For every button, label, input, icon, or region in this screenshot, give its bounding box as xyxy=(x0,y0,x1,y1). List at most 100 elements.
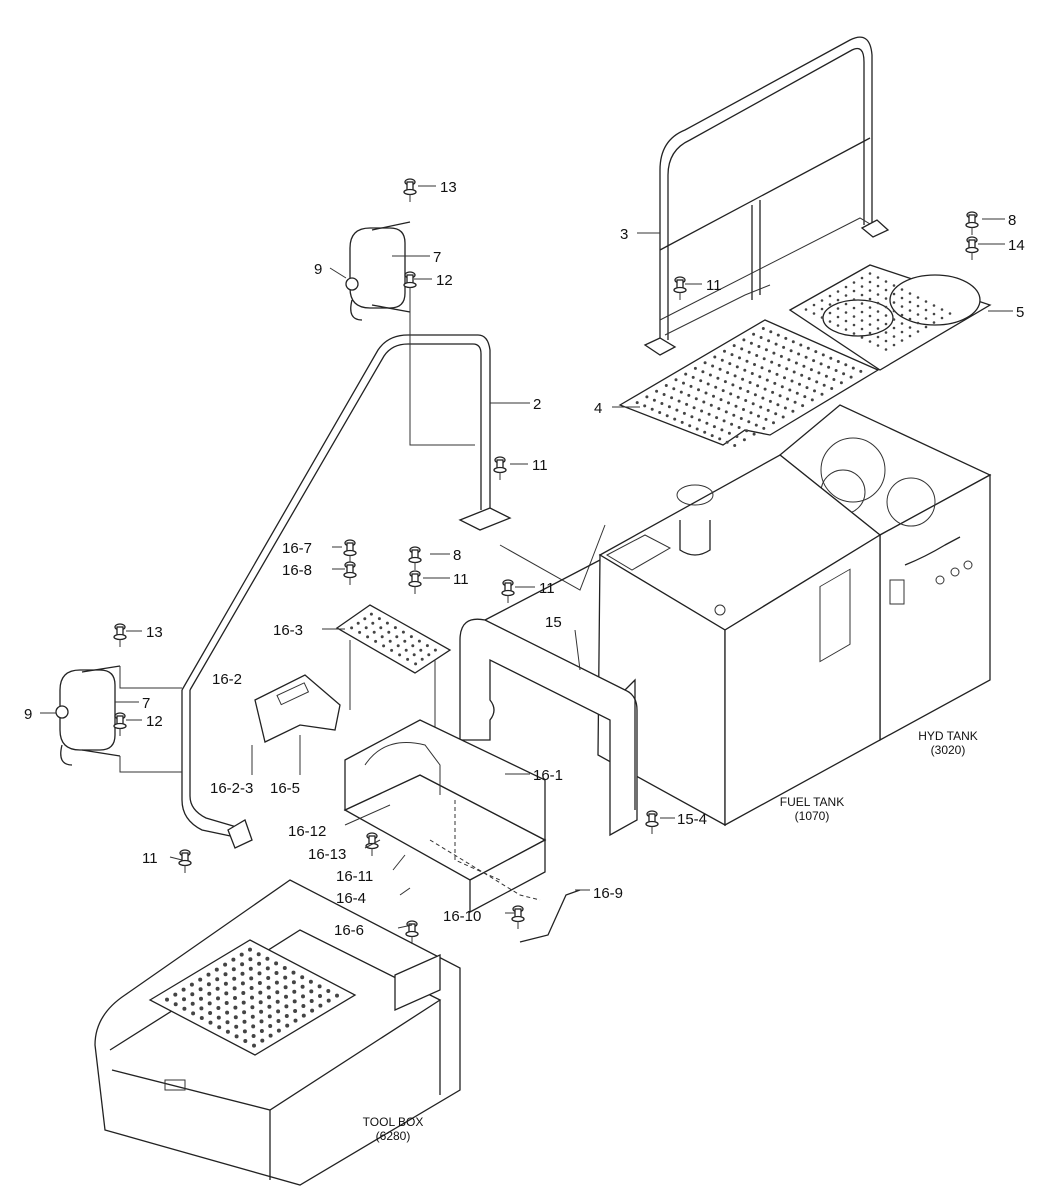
perforation-hole xyxy=(876,301,880,305)
perforation-hole xyxy=(259,1019,264,1024)
perforation-hole xyxy=(382,644,386,648)
tool-box xyxy=(94,879,461,1186)
perforation-hole xyxy=(753,393,757,397)
perforation-hole xyxy=(215,986,220,991)
perforation-hole xyxy=(300,984,305,989)
perforation-hole xyxy=(249,986,254,990)
perforation-hole xyxy=(425,644,429,648)
bolt-icon xyxy=(178,849,192,873)
perforation-hole xyxy=(318,1003,323,1008)
perforation-hole xyxy=(265,966,270,971)
perforation-hole xyxy=(730,353,734,357)
perforation-hole xyxy=(774,412,778,416)
perforation-hole xyxy=(761,396,765,400)
perforation-hole xyxy=(239,952,244,957)
perforation-hole xyxy=(677,399,681,403)
perforation-hole xyxy=(763,387,767,391)
perforation-hole xyxy=(385,621,389,625)
perforation-hole xyxy=(789,349,793,353)
perforation-hole xyxy=(414,662,418,666)
perforation-hole xyxy=(836,307,840,310)
perforation-hole xyxy=(257,961,262,966)
perforation-hole xyxy=(753,363,756,366)
perforation-hole xyxy=(732,413,736,417)
perforation-hole xyxy=(266,976,271,980)
perforation-hole xyxy=(191,1011,196,1016)
perforation-hole xyxy=(703,430,707,434)
label-16-13: 16-13 xyxy=(308,846,346,863)
perforation-hole xyxy=(745,359,749,363)
perforation-hole xyxy=(868,323,872,326)
perforation-hole xyxy=(821,353,825,357)
tool-box-name: TOOL BOX xyxy=(363,1115,424,1129)
perforation-hole xyxy=(251,1034,256,1038)
perforation-hole xyxy=(660,402,664,405)
perforation-hole xyxy=(859,369,863,373)
perforation-hole xyxy=(720,428,724,432)
bolt-icon xyxy=(343,561,357,585)
perforation-hole xyxy=(301,1004,306,1008)
perforation-hole xyxy=(275,990,280,995)
label-16-7: 16-7 xyxy=(282,540,312,557)
perforation-hole xyxy=(292,989,297,994)
perforation-hole xyxy=(645,395,649,399)
perforation-hole xyxy=(260,1038,265,1043)
label-9: 9 xyxy=(314,261,322,278)
perforation-hole xyxy=(876,276,880,279)
label-3: 3 xyxy=(620,226,628,243)
perforation-hole xyxy=(267,1014,272,1019)
perforation-hole xyxy=(224,1001,229,1005)
perforation-hole xyxy=(242,1029,247,1034)
perforation-hole xyxy=(275,999,280,1004)
perforation-hole xyxy=(868,306,872,309)
perforation-hole xyxy=(800,373,804,377)
perforation-hole xyxy=(748,381,752,384)
perforation-hole xyxy=(725,440,729,444)
perforation-hole xyxy=(876,327,880,330)
perforation-hole xyxy=(810,398,814,402)
perforation-hole xyxy=(774,342,778,346)
perforation-hole xyxy=(291,980,296,985)
perforation-hole xyxy=(733,374,737,378)
perforation-hole xyxy=(284,994,288,999)
perforation-hole xyxy=(248,947,252,952)
perforation-hole xyxy=(844,311,848,314)
perforation-hole xyxy=(844,328,848,331)
perforation-hole xyxy=(940,308,944,311)
perforation-hole xyxy=(259,1009,264,1014)
perforation-hole xyxy=(876,335,880,339)
perforation-hole xyxy=(769,330,773,334)
perforation-hole xyxy=(844,363,848,367)
bolt-icon xyxy=(113,623,127,647)
perforation-hole xyxy=(310,1008,315,1013)
perforation-hole xyxy=(884,297,888,300)
perforation-hole xyxy=(682,411,686,415)
perforation-hole xyxy=(412,653,416,657)
perforation-hole xyxy=(829,356,833,360)
perforation-hole xyxy=(742,408,745,411)
perforation-hole xyxy=(884,305,888,309)
perforation-hole xyxy=(726,371,730,375)
perforation-hole xyxy=(658,411,662,414)
perforation-hole xyxy=(759,405,763,409)
perforation-hole xyxy=(844,319,848,323)
label-11: 11 xyxy=(706,277,722,294)
perforation-hole xyxy=(852,298,856,301)
perforation-hole xyxy=(371,621,375,625)
perforation-hole xyxy=(743,368,747,372)
perforation-hole xyxy=(697,418,701,422)
perforation-hole xyxy=(884,348,888,351)
perforation-hole xyxy=(738,356,741,360)
perforation-hole xyxy=(884,288,888,292)
perforation-hole xyxy=(860,310,864,314)
perforation-hole xyxy=(884,322,888,326)
perforation-hole xyxy=(948,312,952,315)
perforation-hole xyxy=(844,285,848,289)
perforation-hole xyxy=(276,1028,281,1033)
bolt-icon xyxy=(493,456,507,480)
perforation-hole xyxy=(762,357,766,361)
perforation-hole xyxy=(173,992,178,997)
perforation-hole xyxy=(223,972,228,977)
perforation-hole xyxy=(240,981,245,986)
perforation-hole xyxy=(716,376,720,380)
